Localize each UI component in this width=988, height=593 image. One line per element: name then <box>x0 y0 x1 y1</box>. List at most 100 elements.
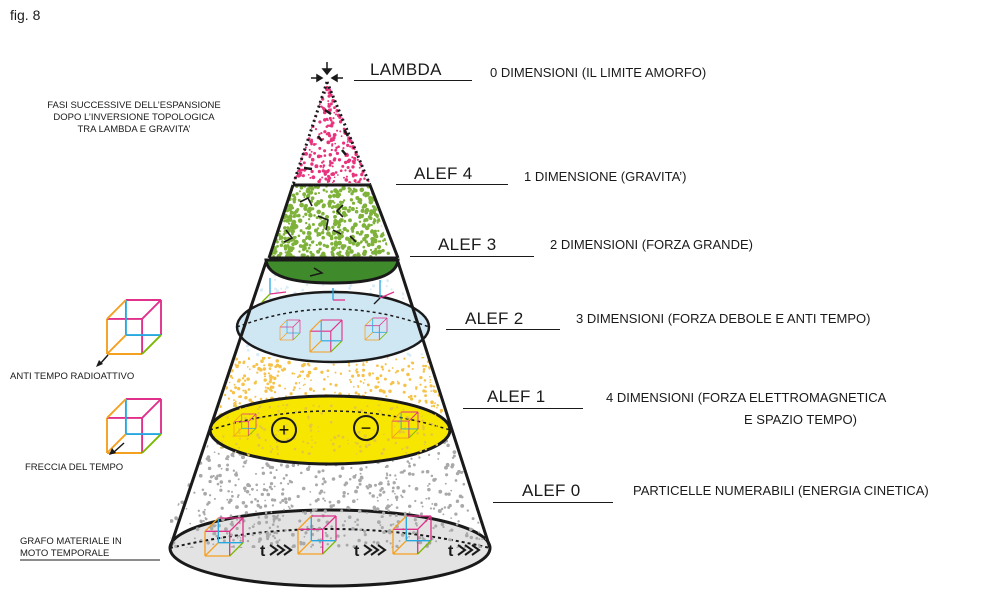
particle-dot <box>359 97 361 99</box>
particle-dot <box>486 452 490 456</box>
particle-dot <box>364 107 366 109</box>
particle-dot <box>368 162 371 165</box>
particle-dot <box>255 473 257 475</box>
particle-dot <box>397 235 401 239</box>
particle-dot <box>269 527 271 529</box>
particle-dot <box>258 436 261 439</box>
particle-dot <box>290 145 292 147</box>
particle-dot <box>488 466 491 469</box>
particle-dot <box>347 123 349 125</box>
particle-dot <box>428 483 430 485</box>
particle-dot <box>351 156 353 158</box>
particle-dot <box>371 131 374 134</box>
particle-dot <box>359 167 361 169</box>
particle-dot <box>204 509 206 511</box>
particle-dot <box>390 288 392 290</box>
particle-dot <box>353 386 355 388</box>
particle-dot <box>308 452 311 455</box>
particle-dot <box>297 151 301 155</box>
particle-dot <box>330 125 333 128</box>
particle-dot <box>276 469 278 471</box>
particle-dot <box>291 94 294 97</box>
particle-dot <box>304 392 307 395</box>
particle-dot <box>231 495 234 498</box>
particle-dot <box>392 523 394 525</box>
particle-dot <box>219 366 222 369</box>
particle-dot <box>371 117 374 120</box>
particle-dot <box>238 361 241 364</box>
particle-dot <box>349 169 352 172</box>
particle-dot <box>248 527 250 529</box>
particle-dot <box>274 194 276 196</box>
particle-dot <box>461 496 464 499</box>
particle-dot <box>261 447 263 449</box>
particle-dot <box>333 158 336 161</box>
particle-dot <box>322 229 324 231</box>
particle-dot <box>362 246 365 249</box>
particle-dot <box>276 245 279 248</box>
particle-dot <box>265 531 269 535</box>
particle-dot <box>209 494 211 496</box>
particle-dot <box>287 191 290 194</box>
particle-dot <box>338 254 341 257</box>
particle-dot <box>302 542 306 546</box>
particle-dot <box>281 194 285 198</box>
particle-dot <box>266 489 269 492</box>
particle-dot <box>438 378 440 380</box>
particle-dot <box>373 211 376 214</box>
particle-dot <box>264 390 267 393</box>
particle-dot <box>349 379 351 381</box>
particle-dot <box>248 484 251 487</box>
particle-dot <box>351 126 354 129</box>
particle-dot <box>301 104 304 107</box>
particle-dot <box>365 162 367 164</box>
particle-dot <box>248 358 250 360</box>
particle-dot <box>344 93 346 95</box>
particle-dot <box>220 365 224 369</box>
particle-dot <box>309 491 311 493</box>
particle-dot <box>336 534 339 537</box>
particle-dot <box>342 436 345 439</box>
particle-dot <box>332 210 335 213</box>
particle-dot <box>352 86 355 89</box>
particle-dot <box>369 375 371 377</box>
particle-dot <box>373 541 376 544</box>
particle-dot <box>337 225 340 228</box>
particle-dot <box>371 156 375 160</box>
particle-dot <box>452 414 455 417</box>
particle-dot <box>353 130 355 132</box>
particle-dot <box>418 536 421 539</box>
particle-dot <box>422 389 425 392</box>
particle-dot <box>308 174 310 176</box>
particle-dot <box>220 485 222 487</box>
particle-dot <box>271 498 274 501</box>
particle-dot <box>312 223 315 226</box>
particle-dot <box>235 527 238 530</box>
particle-dot <box>430 319 432 321</box>
particle-dot <box>422 428 424 430</box>
particle-dot <box>389 514 392 517</box>
particle-dot <box>298 374 301 377</box>
particle-dot <box>272 504 274 506</box>
particle-dot <box>354 129 358 133</box>
particle-dot <box>356 115 359 118</box>
particle-dot <box>408 465 411 468</box>
particle-dot <box>393 481 396 484</box>
particle-dot <box>294 196 296 198</box>
particle-dot <box>309 225 312 228</box>
particle-dot <box>331 121 334 124</box>
particle-dot <box>220 447 222 449</box>
particle-dot <box>190 458 193 461</box>
particle-dot <box>234 473 236 475</box>
particle-dot <box>327 119 329 121</box>
particle-dot <box>308 213 313 218</box>
particle-dot <box>294 240 299 245</box>
particle-dot <box>402 292 405 295</box>
particle-dot <box>363 115 365 117</box>
particle-dot <box>385 242 388 245</box>
particle-dot <box>489 512 493 516</box>
particle-dot <box>309 96 311 98</box>
particle-dot <box>319 178 322 181</box>
particle-dot <box>269 378 272 381</box>
particle-dot <box>267 196 270 199</box>
